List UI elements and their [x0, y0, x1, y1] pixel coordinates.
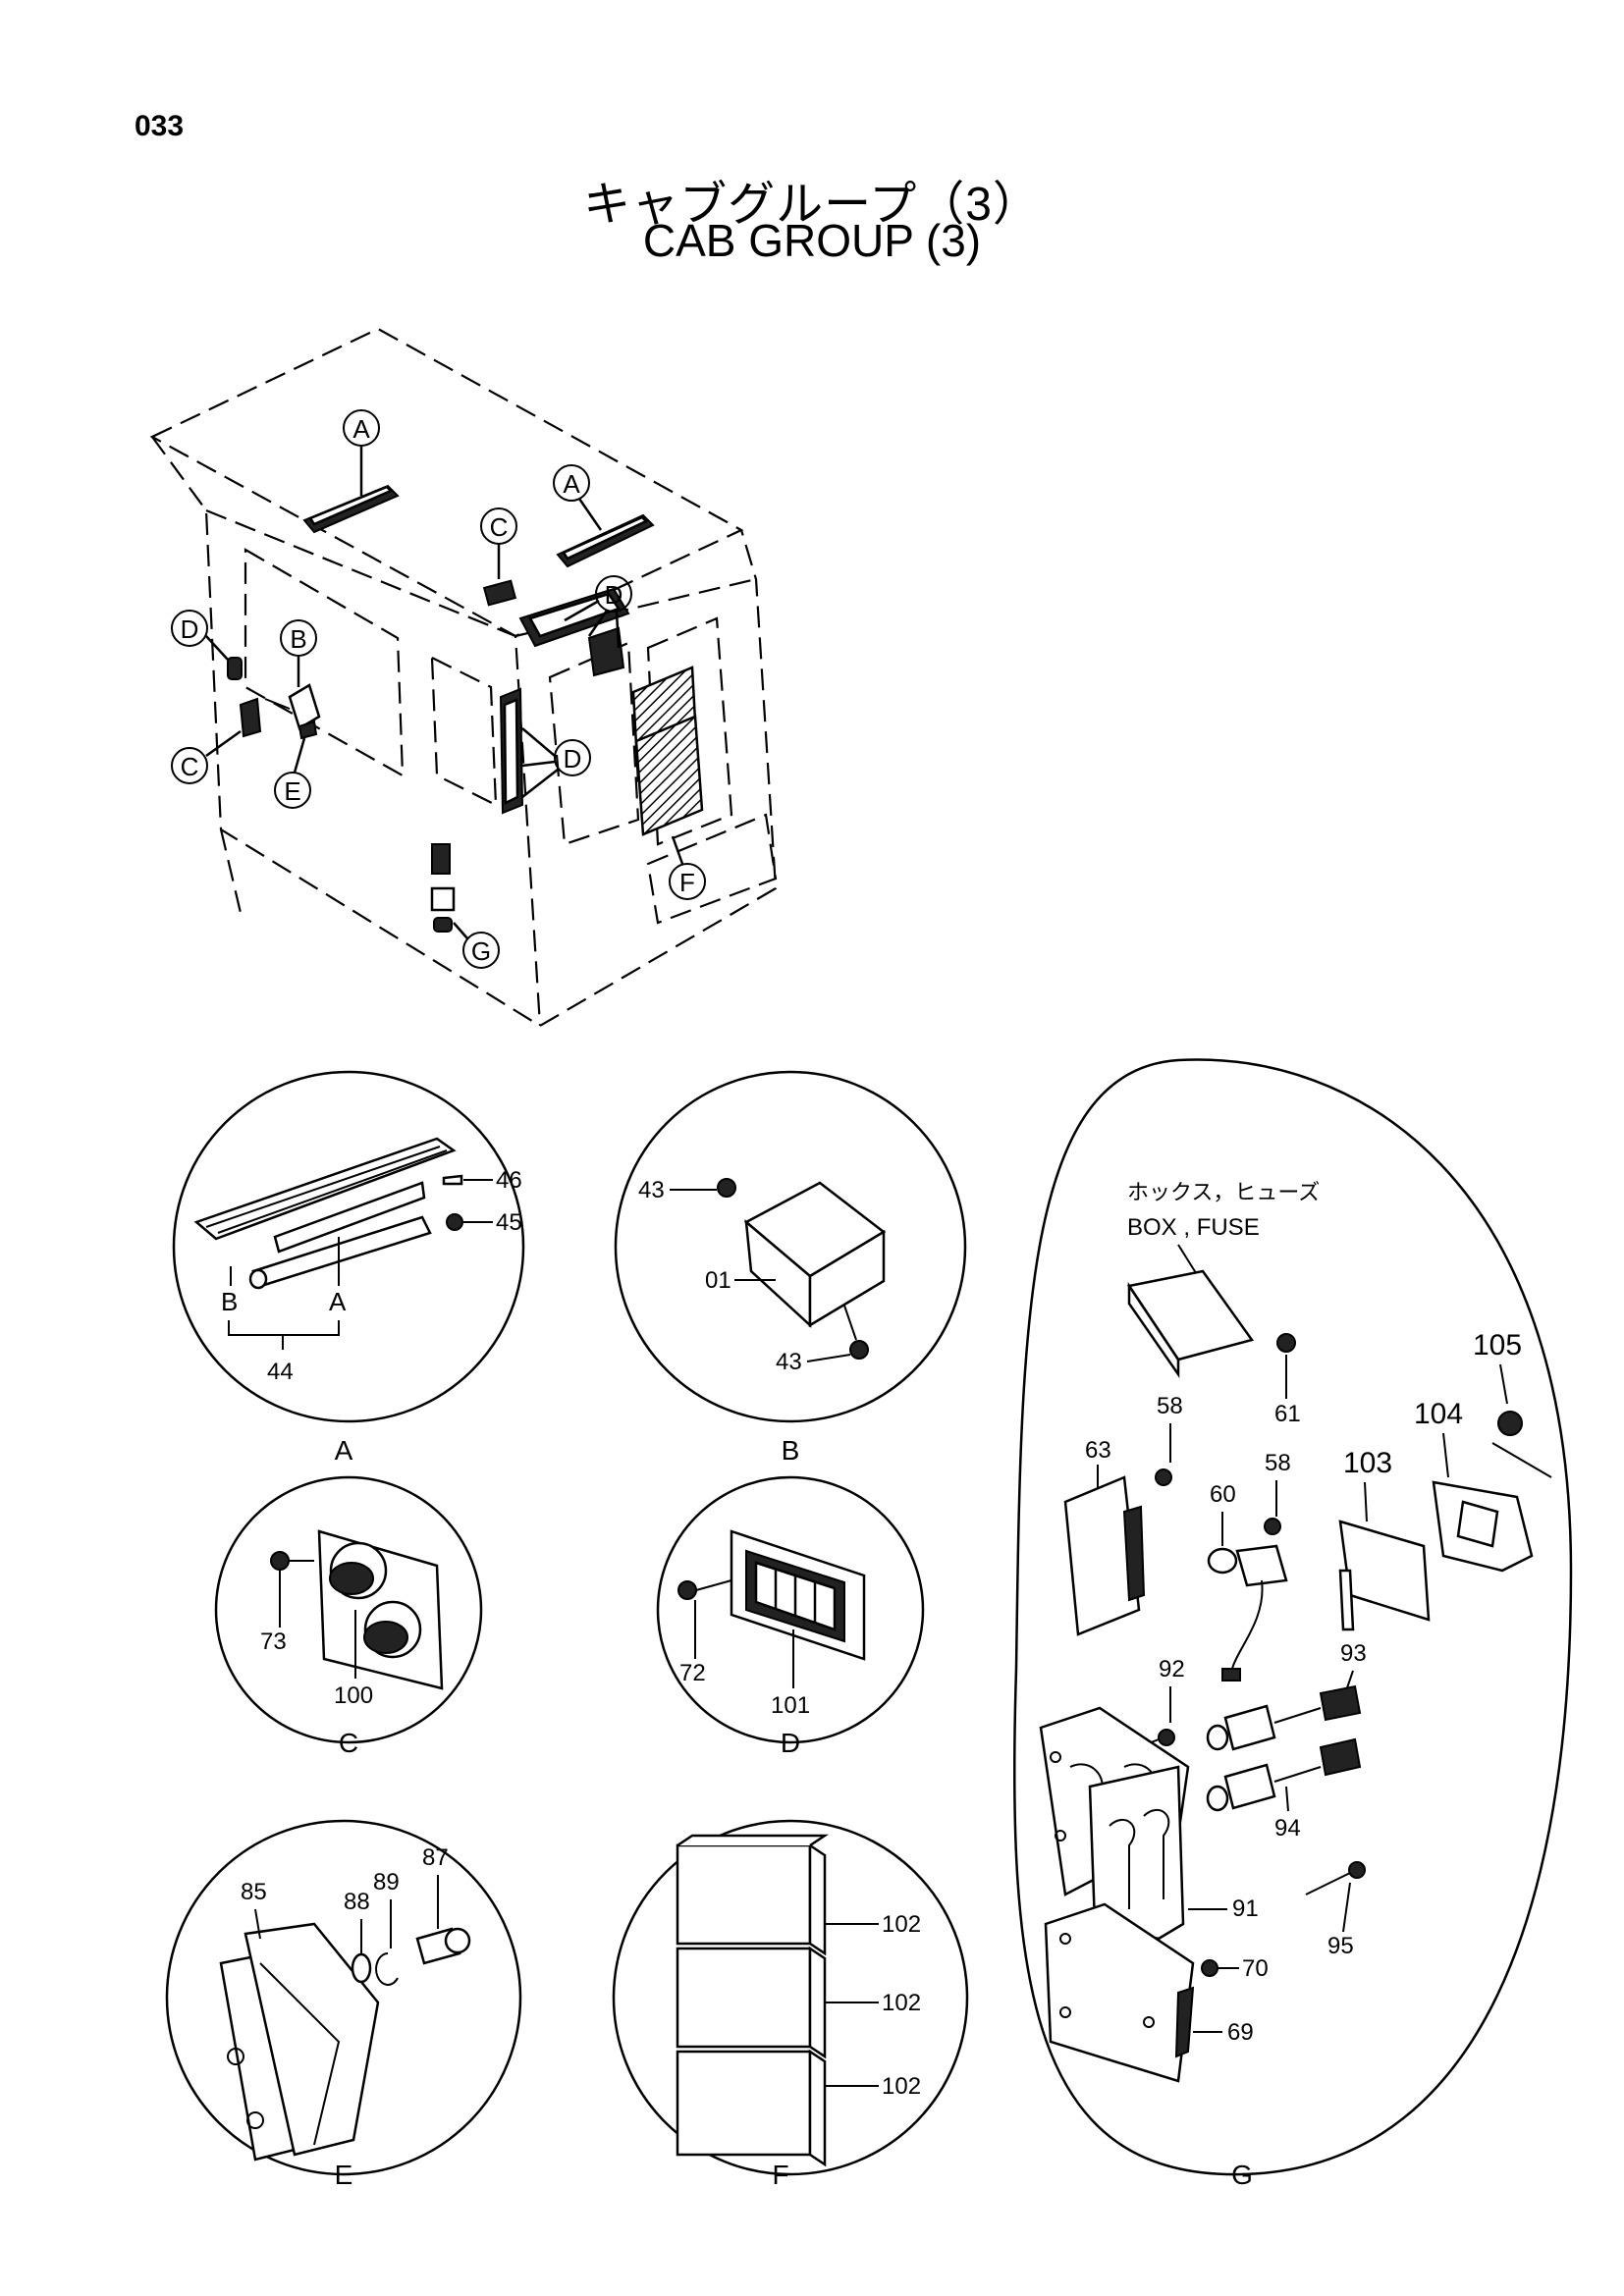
svg-text:B: B: [290, 624, 306, 654]
label-102-bottom: 102: [882, 2073, 921, 2100]
toggle-switch-upper: [1206, 1684, 1362, 1751]
fuse-box: [1126, 1269, 1255, 1378]
label-69: 69: [1227, 2019, 1254, 2046]
label-45: 45: [496, 1209, 522, 1236]
svg-text:C: C: [181, 752, 199, 781]
label-b-end: B: [221, 1287, 238, 1316]
filter-block-1: [676, 1834, 830, 1956]
label-91: 91: [1232, 1896, 1259, 1922]
cover-104: [1432, 1480, 1534, 1573]
label-43-top: 43: [638, 1177, 665, 1203]
buzzer: [1207, 1544, 1288, 1682]
callout-g: G: [453, 922, 500, 969]
label-93: 93: [1340, 1640, 1367, 1667]
label-58-right: 58: [1265, 1450, 1291, 1476]
callout-a-1: A: [343, 409, 380, 496]
label-105: 105: [1473, 1329, 1522, 1362]
detail-f: 102 102 102 F: [612, 1819, 969, 2190]
label-60: 60: [1210, 1481, 1236, 1508]
label-61: 61: [1274, 1401, 1301, 1427]
callout-c-left: C: [171, 729, 242, 784]
svg-text:A: A: [352, 414, 370, 444]
vent-a-2: [556, 513, 655, 568]
label-46: 46: [496, 1167, 522, 1194]
callout-d-top: D: [564, 575, 632, 649]
callout-d-left: D: [171, 610, 229, 661]
label-44: 44: [267, 1359, 294, 1385]
callout-d-mid: D: [521, 727, 591, 798]
label-73: 73: [260, 1629, 287, 1655]
detail-c-letter: C: [339, 1728, 358, 1758]
title-japanese: キャブグループ（3）: [583, 179, 1041, 231]
callout-e: E: [274, 737, 311, 809]
detail-f-letter: F: [772, 2160, 788, 2190]
detail-d-letter: D: [781, 1728, 800, 1758]
label-95: 95: [1327, 1933, 1354, 1959]
control-board-69: [1044, 1902, 1195, 2083]
filter-block-2: [676, 1946, 827, 2059]
label-87: 87: [422, 1844, 449, 1871]
detail-a-letter: A: [335, 1435, 353, 1466]
detail-e: 85 88 89 87 E: [165, 1819, 522, 2190]
label-89: 89: [373, 1869, 400, 1896]
label-102-mid: 102: [882, 1990, 921, 2016]
label-58-left: 58: [1157, 1393, 1183, 1419]
toggle-switch-lower: [1206, 1737, 1362, 1812]
callout-f: F: [669, 835, 706, 900]
label-88: 88: [344, 1889, 370, 1915]
callout-b: B: [280, 619, 317, 687]
label-85: 85: [241, 1879, 267, 1905]
svg-text:E: E: [284, 776, 300, 806]
vent-a-1: [302, 484, 400, 534]
label-43-bottom: 43: [776, 1349, 802, 1375]
svg-text:D: D: [605, 580, 623, 610]
svg-text:C: C: [490, 512, 509, 542]
svg-text:A: A: [563, 469, 580, 499]
title-english: CAB GROUP (3): [642, 215, 982, 266]
label-01: 01: [705, 1267, 731, 1294]
svg-text:D: D: [181, 614, 199, 644]
relay-block: [1063, 1475, 1146, 1636]
callout-c-top: C: [480, 507, 517, 579]
detail-b: 43 01 43 B: [614, 1070, 967, 1466]
label-103: 103: [1343, 1447, 1392, 1479]
label-70: 70: [1242, 1955, 1269, 1982]
label-a-end: A: [329, 1287, 347, 1316]
svg-text:F: F: [679, 868, 695, 897]
label-104: 104: [1414, 1398, 1463, 1430]
switch-plate-rear: [1088, 1765, 1185, 1941]
page-number: 033: [135, 110, 185, 142]
svg-text:D: D: [564, 744, 582, 774]
label-102-top: 102: [882, 1911, 921, 1938]
cab-overview: A A C D D B D: [149, 327, 778, 1028]
detail-a: 46 45 B A 44 A: [172, 1070, 525, 1466]
filter-block-3: [676, 2049, 827, 2167]
fuse-box-label-en: BOX , FUSE: [1127, 1214, 1260, 1241]
detail-c: 73 100 C: [214, 1475, 483, 1758]
detail-d: 72 101 D: [656, 1475, 925, 1758]
label-92: 92: [1159, 1656, 1185, 1682]
label-94: 94: [1274, 1815, 1301, 1842]
callout-a-2: A: [553, 464, 603, 531]
detail-b-letter: B: [782, 1435, 800, 1466]
fuse-box-label-jp: ホックス，ヒューズ: [1127, 1180, 1320, 1204]
detail-g: ホックス，ヒューズ BOX , FUSE 61 58 63 60 58 10: [1012, 1058, 1573, 2190]
detail-e-letter: E: [335, 2160, 353, 2190]
label-100: 100: [334, 1682, 373, 1709]
svg-text:G: G: [471, 936, 491, 966]
label-101: 101: [771, 1692, 810, 1719]
detail-g-letter: G: [1231, 2160, 1253, 2190]
label-72: 72: [679, 1660, 706, 1686]
label-63: 63: [1085, 1437, 1111, 1464]
